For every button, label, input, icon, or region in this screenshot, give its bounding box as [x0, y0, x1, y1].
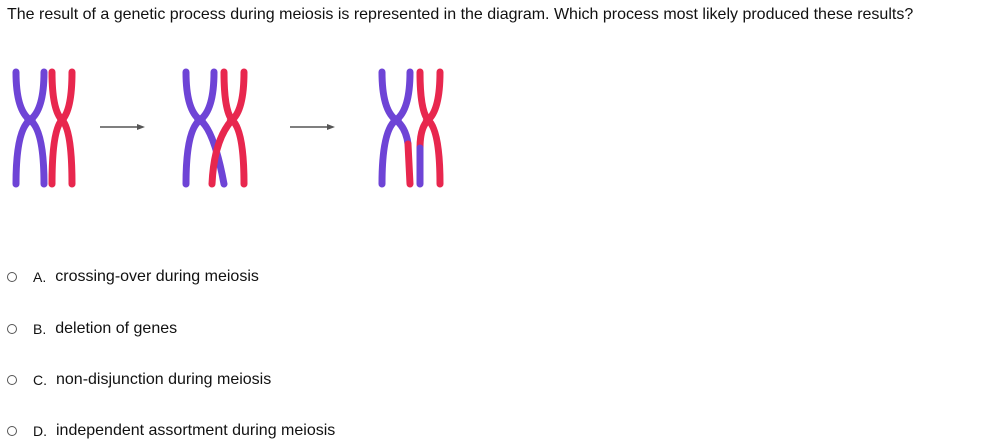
chromosome-diagram: [12, 68, 444, 188]
option-d-letter: D.: [33, 423, 47, 439]
option-a[interactable]: A. crossing-over during meiosis: [7, 266, 259, 288]
red-chromatid-1a: [48, 68, 67, 188]
question-text: The result of a genetic process during m…: [7, 6, 914, 23]
option-a-text: crossing-over during meiosis: [55, 268, 259, 285]
red-chromatid-3d: [422, 68, 444, 188]
blue-chromatid-1b: [23, 68, 48, 188]
option-d[interactable]: D. independent assortment during meiosis: [7, 420, 335, 442]
red-chromatid-2b: [226, 68, 248, 188]
chromosome-stage-2: [182, 68, 248, 188]
option-a-letter: A.: [33, 269, 47, 285]
chromosome-stage-3: [378, 68, 444, 188]
option-b-letter: B.: [33, 321, 47, 337]
option-c-letter: C.: [33, 372, 47, 388]
option-b-text: deletion of genes: [55, 320, 178, 337]
arrow-1: [100, 124, 145, 130]
option-d-text: independent assortment during meiosis: [56, 422, 336, 439]
radio-option-c[interactable]: [7, 375, 17, 385]
red-chromatid-1b: [57, 68, 76, 188]
option-c-text: non-disjunction during meiosis: [56, 371, 272, 388]
blue-chromatid-3b-top: [390, 68, 414, 148]
radio-option-d[interactable]: [7, 426, 17, 436]
option-b[interactable]: B. deletion of genes: [7, 318, 177, 340]
red-chromatid-3b-bottom: [404, 140, 414, 188]
radio-option-b[interactable]: [7, 324, 17, 334]
blue-chromatid-2a: [182, 68, 207, 188]
blue-chromosome-1: [12, 68, 48, 188]
chromosome-stage-1: [12, 68, 76, 188]
arrow-2: [290, 124, 335, 130]
option-c[interactable]: C. non-disjunction during meiosis: [7, 369, 271, 391]
blue-chromatid-3a: [378, 68, 403, 188]
red-chromosome-1: [48, 68, 76, 188]
blue-chromatid-1a: [12, 68, 37, 188]
radio-option-a[interactable]: [7, 272, 17, 282]
red-chromatid-3c-top: [416, 68, 433, 152]
